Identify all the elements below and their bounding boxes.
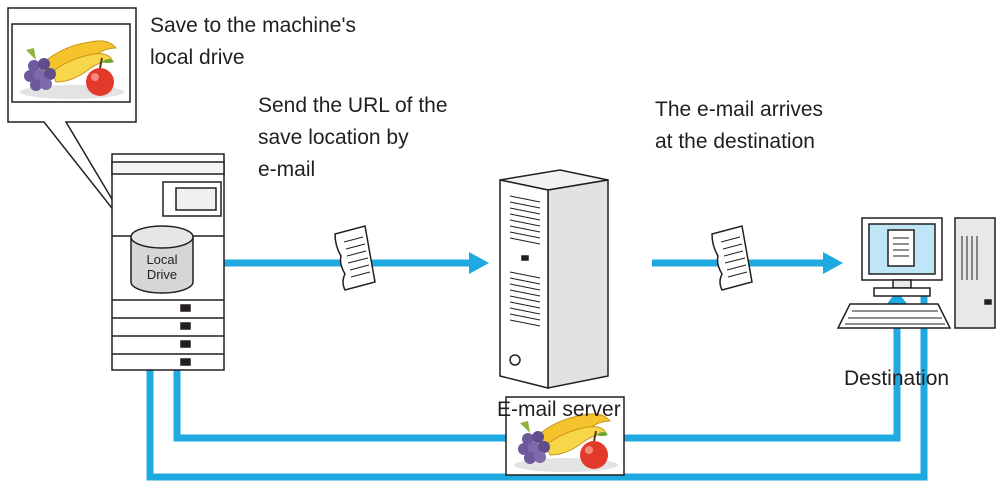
image-thumbnail-icon	[11, 23, 131, 103]
email-server-label: E-mail server	[497, 398, 621, 421]
document-icon	[711, 225, 753, 291]
send-url-label: Send the URL of the save location by e-m…	[258, 94, 448, 181]
save-local-label: Save to the machine's local drive	[150, 14, 356, 69]
arrowhead-destination	[823, 252, 843, 274]
arrowhead-server	[469, 252, 489, 274]
email-arrives-label: The e-mail arrives at the destination	[655, 98, 824, 153]
local-drive-label: Local Drive	[146, 252, 178, 282]
arrow-destination-to-drive	[146, 286, 928, 481]
server-tower-icon	[499, 169, 609, 389]
callout-saved-image	[7, 7, 137, 237]
multifunction-printer-icon	[111, 153, 225, 371]
destination-label: Destination	[844, 367, 950, 390]
local-drive-icon	[130, 225, 194, 294]
desktop-computer-icon	[836, 217, 996, 329]
document-icon	[334, 225, 376, 291]
arrowhead-up-destination	[886, 291, 908, 305]
